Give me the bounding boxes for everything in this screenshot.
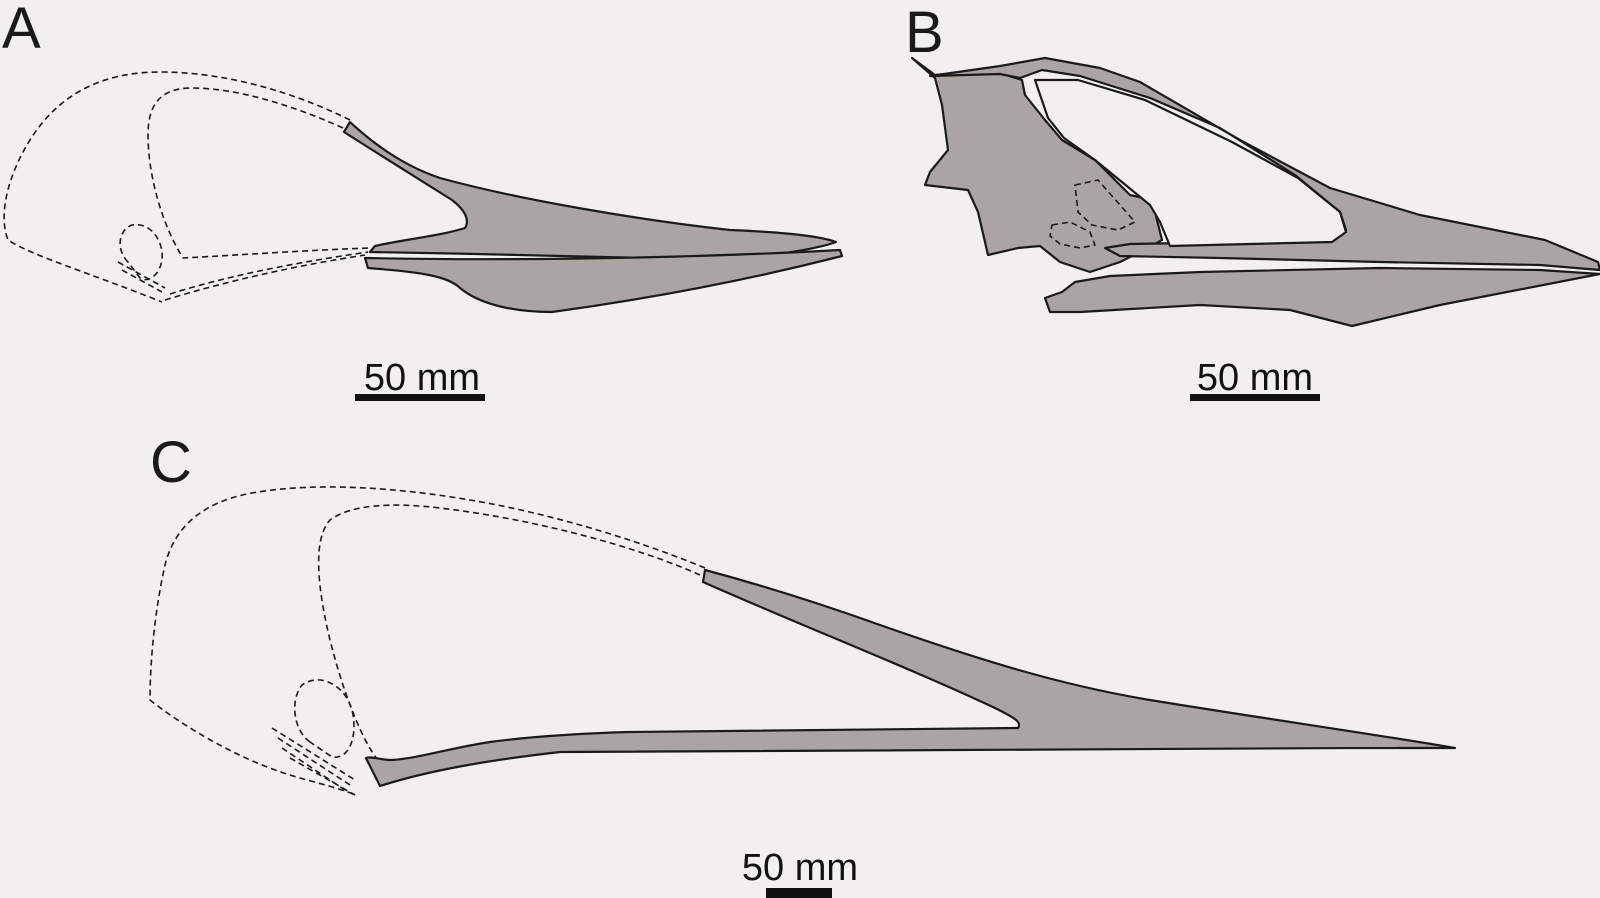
panel-c-jaw-joint-lines [271,727,356,796]
panel-c-cranium-outline [149,486,706,796]
panel-a-jaw-joint-lines [117,251,369,301]
panel-c-scale-bar [766,888,832,898]
panel-a-scale-label: 50 mm [364,357,480,399]
panel-b-label: B [905,0,944,65]
panel-a-label: A [2,0,41,61]
panel-a-fenestra-outline [119,223,163,281]
panel-b-scale-label: 50 mm [1197,357,1313,399]
panel-c: C 50 mm [149,430,1457,898]
panel-b-braincase [910,56,1164,274]
panel-b-lower-jaw [1043,266,1600,328]
panel-b-skull-frame [928,56,1600,272]
panel-b-inner-outline-1 [1074,179,1136,231]
panel-a-scale-bar [355,394,485,401]
panel-b-antorbital-fenestra [1033,78,1348,248]
panel-c-orbit-outline [317,504,701,761]
panel-a-cranium-outline [3,71,351,303]
panel-a: A 50 mm [2,0,844,401]
panel-a-upper-jaw [342,120,838,262]
panel-c-scale-label: 50 mm [742,847,858,889]
panel-c-fenestra-outline [294,679,355,758]
panel-b-scale-bar [1190,394,1320,401]
panel-b: B 50 mm [905,0,1600,401]
panel-b-inner-outline-2 [1049,221,1096,249]
panel-a-orbit-outline [147,87,371,259]
panel-c-label: C [150,430,192,495]
panel-c-beak [364,568,1457,788]
panel-a-lower-jaw [363,248,844,314]
